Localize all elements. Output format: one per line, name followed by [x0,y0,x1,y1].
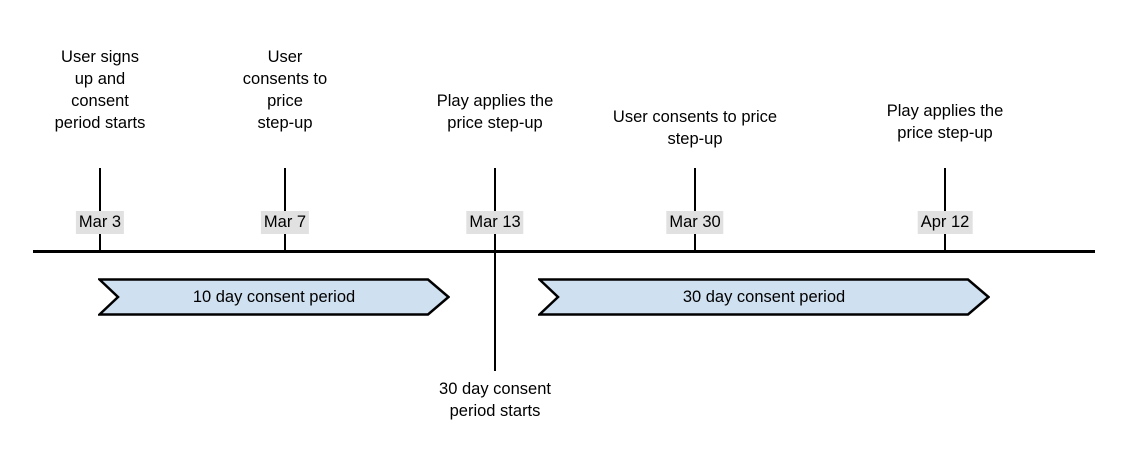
event-stem-mar-13 [494,168,496,212]
bottom-annotation-mar-13-note: 30 day consent period starts [439,380,551,420]
date-chip-mar-7: Mar 7 [260,211,310,234]
event-caption-mar-7: User consents to price step-up [242,48,328,132]
consent-period-bar-consent-30-day: 30 day consent period [538,278,990,316]
chevron-shape-icon [538,278,990,316]
date-chip-apr-12: Apr 12 [917,211,973,234]
event-tick-mar-7 [284,234,286,253]
event-tick-mar-3 [99,234,101,253]
consent-period-label-consent-10-day: 10 day consent period [192,288,356,306]
event-caption-mar-30: User consents to price step-up [612,108,778,148]
event-stem-mar-7 [284,168,286,212]
date-chip-mar-3: Mar 3 [75,211,125,234]
event-stem-mar-30 [694,168,696,212]
event-tick-mar-30 [694,234,696,253]
event-stem-mar-3 [99,168,101,212]
event-tick-apr-12 [944,234,946,253]
timeline-axis [33,250,1095,253]
event-caption-apr-12: Play applies the price step-up [886,102,1004,142]
consent-period-bar-consent-10-day: 10 day consent period [98,278,450,316]
event-caption-mar-13: Play applies the price step-up [436,92,554,132]
event-extension-line-mar-13 [494,253,496,371]
consent-period-label-consent-30-day: 30 day consent period [682,288,846,306]
event-caption-mar-3: User signs up and consent period starts [54,48,146,132]
chevron-shape-icon [98,278,450,316]
date-chip-mar-13: Mar 13 [466,211,524,234]
date-chip-mar-30: Mar 30 [666,211,724,234]
event-tick-mar-13 [494,234,496,253]
event-stem-apr-12 [944,168,946,212]
